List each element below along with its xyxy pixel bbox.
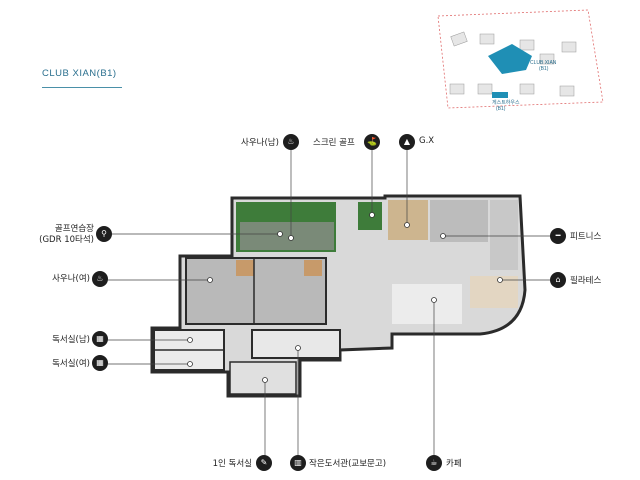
shoe-icon: ▲ — [399, 134, 415, 150]
label-sauna-women: 사우나(여) — [52, 274, 90, 284]
desk-icon: ▦ — [92, 331, 108, 347]
label-small-library: 작은도서관(교보문고) — [309, 459, 387, 469]
reader-icon: ✎ — [256, 455, 272, 471]
label-gx: G.X — [419, 136, 435, 146]
title-underline — [42, 87, 122, 88]
desk-icon: ▦ — [92, 355, 108, 371]
label-golf-range-2: (GDR 10타석) — [39, 235, 94, 245]
floor-plan — [150, 194, 527, 398]
golf-swing-icon: ⚲ — [96, 226, 112, 242]
pilates-icon: ⌂ — [550, 272, 566, 288]
cup-icon: ☕ — [426, 455, 442, 471]
label-study-women: 독서실(여) — [52, 359, 90, 369]
guesthouse-highlight — [492, 92, 508, 98]
label-study-men: 독서실(남) — [52, 335, 90, 345]
key-club-sub: (B1) — [539, 66, 549, 72]
page-title: CLUB XIAN(B1) — [42, 68, 117, 79]
label-pilates: 필라테스 — [570, 276, 602, 286]
dumbbell-icon: ━ — [550, 228, 566, 244]
label-sauna-men: 사우나(남) — [241, 138, 279, 148]
label-fitness: 피트니스 — [570, 232, 602, 242]
person-icon: ♨ — [92, 271, 108, 287]
club-xian-highlight — [488, 44, 532, 74]
key-guest-sub: (B1) — [496, 106, 506, 112]
golfer-icon: ⛳ — [364, 134, 380, 150]
key-club-label: CLUB XIAN — [530, 60, 557, 66]
leader-lines — [108, 150, 550, 455]
label-cafe: 카페 — [446, 459, 462, 469]
label-golf-range-1: 골프연습장 — [54, 224, 94, 234]
site-key-map: CLUB XIAN (B1) 게스트하우스 (B1) — [437, 9, 604, 112]
key-guest-label: 게스트하우스 — [492, 99, 520, 106]
books-icon: ▥ — [290, 455, 306, 471]
label-screen-golf: 스크린 골프 — [313, 138, 355, 148]
label-single-study: 1인 독서실 — [212, 459, 252, 469]
person-icon: ♨ — [283, 134, 299, 150]
